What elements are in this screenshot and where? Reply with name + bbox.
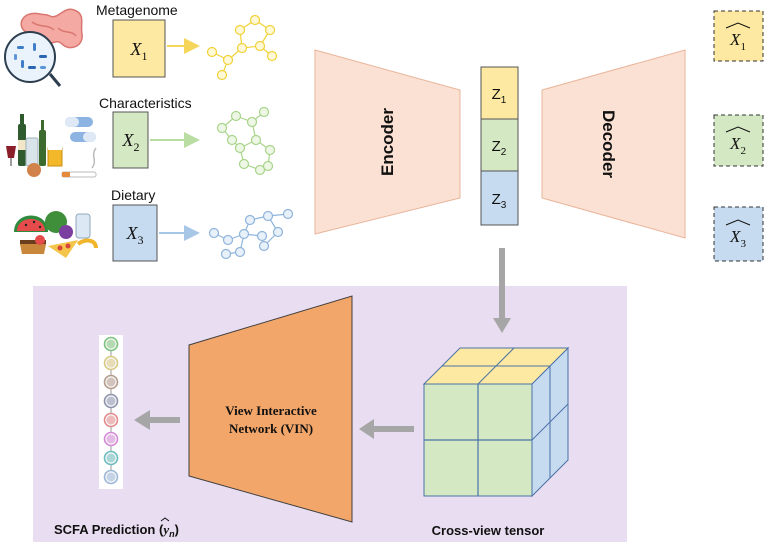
gut-microbiome-icon xyxy=(4,8,83,87)
metagenome-label: Metagenome xyxy=(96,2,178,18)
prediction-node-fill xyxy=(106,415,116,425)
dietary-view: Dietary X3 xyxy=(111,187,158,262)
decoder-block xyxy=(541,49,686,239)
cross-view-tensor-cube xyxy=(422,346,570,498)
x3-hat-mark xyxy=(725,219,751,226)
metagenome-view: Metagenome X1 xyxy=(96,2,178,78)
latent-to-tensor-arrow xyxy=(493,248,511,333)
cross-view-tensor-caption: Cross-view tensor xyxy=(432,523,545,538)
pills-and-drinks-icon xyxy=(6,114,97,178)
vin-label-line2: Network (VIN) xyxy=(229,421,313,436)
prediction-node-fill xyxy=(106,434,116,444)
prediction-node-fill xyxy=(106,472,116,482)
dietary-graph-icon xyxy=(208,208,294,260)
z3-latent-box xyxy=(480,170,519,226)
vin-block xyxy=(188,295,353,523)
characteristics-view: Characteristics X2 xyxy=(99,95,192,169)
characteristics-graph-icon xyxy=(216,106,276,176)
tensor-to-vin-arrow xyxy=(359,419,414,439)
x1-input-text: X1 xyxy=(130,39,148,63)
z2-latent-text: Z2 xyxy=(492,138,507,158)
x2-reconstruction-box xyxy=(713,114,764,167)
decoder-label: Decoder xyxy=(599,110,618,178)
x3-input-text: X3 xyxy=(126,223,144,247)
prediction-node-fill xyxy=(106,396,116,406)
x2-reconstruction-text: X2 xyxy=(729,134,746,157)
x2-input-text: X2 xyxy=(122,130,140,154)
food-icon xyxy=(14,211,98,258)
z1-latent-text: Z1 xyxy=(492,86,507,106)
x1-reconstruction-text: X1 xyxy=(729,30,746,53)
z3-latent-text: Z3 xyxy=(492,191,507,211)
characteristics-label: Characteristics xyxy=(99,95,192,111)
x3-input-box xyxy=(112,204,158,262)
x1-input-box xyxy=(112,19,166,78)
vin-to-prediction-arrow xyxy=(134,410,180,430)
x3-reconstruction-text: X3 xyxy=(729,227,746,250)
prediction-node-fill xyxy=(106,377,116,387)
prediction-node-fill xyxy=(106,453,116,463)
x2-input-box xyxy=(112,111,149,169)
x1-reconstruction-box xyxy=(713,10,764,62)
scfa-prediction-caption: SCFA Prediction (yn) xyxy=(54,522,179,539)
vin-label-line1: View Interactive xyxy=(225,403,317,418)
x1-hat-mark xyxy=(725,22,751,29)
encoder-block xyxy=(314,49,461,235)
x2-hat-mark xyxy=(725,126,751,133)
prediction-node-fill xyxy=(106,358,116,368)
prediction-node-group xyxy=(103,336,119,485)
prediction-node-fill xyxy=(106,339,116,349)
dietary-label: Dietary xyxy=(111,187,155,203)
z1-latent-box xyxy=(480,66,519,120)
metagenome-graph-icon xyxy=(206,14,278,81)
x3-reconstruction-box xyxy=(713,206,764,262)
y-hat-mark xyxy=(160,517,170,522)
encoder-label: Encoder xyxy=(378,108,397,176)
